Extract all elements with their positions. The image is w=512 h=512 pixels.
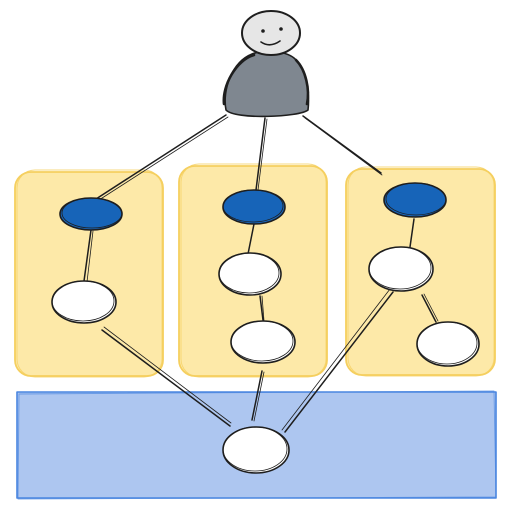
nodes: [51, 182, 480, 474]
edges: [83, 114, 439, 433]
person-head: [241, 10, 301, 56]
edge-left-mid-base-node: [103, 326, 232, 424]
person-icon: [222, 10, 310, 118]
edge-center-mid-center-low: [261, 295, 265, 322]
node-right-low: [416, 321, 480, 367]
node-right-mid: [368, 246, 434, 292]
edge-left-top-left-mid: [83, 229, 92, 282]
node-left-mid: [51, 280, 117, 324]
node-center-mid: [218, 252, 282, 296]
edge-person-right-top: [304, 117, 383, 176]
edge-center-mid-center-low: [259, 295, 264, 321]
edge-person-right-top: [302, 115, 382, 174]
edge-person-center-top: [255, 117, 266, 191]
edge-center-low-base-node: [253, 371, 265, 422]
edge-center-low-base-node: [251, 370, 263, 421]
group-left: [14, 169, 164, 378]
edge-right-top-right-mid: [409, 218, 415, 248]
node-base: [222, 426, 290, 474]
edge-right-mid-right-low: [421, 294, 437, 323]
node-center-low: [230, 320, 296, 364]
edge-center-top-center-mid: [247, 223, 255, 255]
edge-left-mid-base-node: [101, 329, 231, 427]
edge-left-top-left-mid: [86, 230, 94, 283]
edge-right-mid-base-node: [284, 291, 394, 433]
edge-person-center-top: [257, 118, 268, 191]
edge-person-left-top: [98, 116, 229, 201]
edge-right-mid-base-node: [281, 288, 391, 431]
edge-person-left-top: [95, 114, 227, 200]
smiley-face-icon: [260, 27, 283, 46]
edge-right-mid-right-low: [423, 293, 439, 322]
